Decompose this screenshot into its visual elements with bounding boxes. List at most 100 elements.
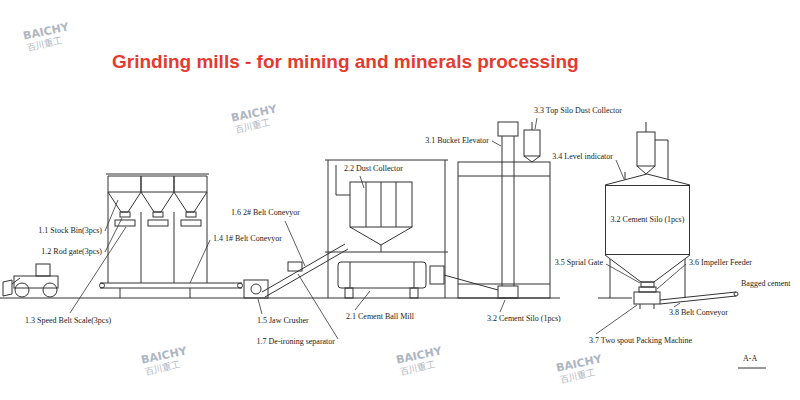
mill-building-part [325, 252, 448, 253]
dust-collector-part [381, 182, 382, 227]
top-silo-dust-collector-part [532, 122, 533, 130]
callout-label: 3.6 Impeller Feeder [688, 258, 753, 268]
stock-bins-part [106, 174, 209, 175]
impeller-feeder-part [639, 287, 656, 292]
mill-building-part [445, 160, 446, 298]
silo-body: 3.2 Cement Silo (1pcs) [605, 185, 690, 255]
dust-collector-part [350, 182, 412, 227]
belt-scales-part [115, 220, 135, 226]
packing-machine-part [634, 292, 660, 304]
leader-lines-part [285, 221, 305, 266]
dust-collector-part [381, 245, 382, 252]
stock-bins-part [174, 176, 207, 212]
belt-conveyor-1-part [120, 288, 121, 298]
cement-silo-middle-part [458, 162, 550, 298]
jaw-crusher-part [251, 284, 261, 294]
ball-mill-part [410, 288, 418, 298]
belt-conveyor-1-part [100, 283, 105, 288]
callout-label: 2.2 Dust Collector [343, 164, 404, 174]
leader-lines-part [105, 200, 118, 231]
section-mark-part [738, 368, 766, 369]
callout-label: 1.2 Rod gate(3pcs) [40, 247, 103, 257]
top-silo-dust-collector [524, 122, 540, 162]
belt-conveyor-2-part [262, 244, 345, 292]
spiral-gate-part [641, 282, 654, 287]
section-label: A-A [742, 354, 758, 364]
callout-label: 3.8 Belt Conveyor [668, 308, 729, 318]
stock-bins-part [141, 212, 142, 283]
wheel-loader-part [36, 264, 50, 276]
dust-collector-part [396, 182, 397, 227]
mill-building-part [325, 160, 448, 161]
stock-bins-part [108, 192, 207, 193]
bucket-elevator-part [498, 286, 518, 298]
wheel-loader [3, 264, 58, 297]
callout-label: 1.7 De-ironing separator [256, 337, 336, 347]
belt-conveyor-1-part [238, 283, 243, 288]
belt-scales [115, 220, 201, 226]
title: Grinding mills - for mining and minerals… [112, 50, 579, 74]
cement-silo-right-part [610, 259, 611, 298]
rod-gates-part [186, 212, 196, 217]
node-text: 3.2 Cement Silo (1pcs) [611, 215, 685, 225]
bucket-elevator-part [514, 136, 515, 286]
wheel-loader-part [3, 280, 12, 296]
leader-lines [70, 118, 686, 339]
callout-label: 2.1 Cement Ball Mill [345, 312, 415, 322]
callout-label: 1.6 2# Belt Conevyor [230, 208, 301, 218]
stock-bins-part [174, 212, 175, 283]
belt-conveyor-3-part [660, 296, 736, 304]
ball-mill-part [430, 266, 444, 284]
stock-bins-part [141, 176, 174, 212]
callout-label: 3.7 Two spout Packing Machine [588, 336, 693, 346]
leader-lines-part [70, 227, 126, 313]
wheel-loader-part [43, 283, 57, 297]
packing-machine-part [640, 304, 641, 309]
belt-conveyor-2-part [265, 249, 348, 297]
bucket-elevator [498, 122, 518, 298]
rod-gates-part [153, 212, 163, 217]
ball-mill-part [444, 275, 498, 290]
dust-collector-part [366, 182, 367, 227]
leader-lines-part [606, 264, 640, 283]
ball-mill-part [338, 262, 426, 288]
leader-lines-part [298, 274, 338, 339]
belt-conveyor-1-part [190, 288, 191, 298]
belt-conveyor-3-part [660, 292, 736, 300]
belt-scales-part [148, 220, 168, 226]
rod-gates [120, 212, 196, 217]
leader-lines-part [657, 264, 686, 289]
cement-silo-middle-part [458, 176, 550, 177]
callout-label: 1.5 Jaw Crusher [256, 316, 310, 326]
belt-scales-part [181, 220, 201, 226]
belt-conveyor-1-part [100, 288, 242, 289]
callout-label: 3.2 Cement Silo (1pcs) [486, 314, 562, 324]
callout-label: 3.1 Bucket Elevator [424, 136, 490, 146]
jaw-crusher-part [244, 280, 268, 298]
callout-label: 1.3 Speed Belt Scale(3pcs) [24, 316, 112, 326]
cement-silo-right-part [605, 255, 690, 282]
stock-bins-part [207, 192, 208, 283]
cement-silo-right-part [637, 166, 655, 174]
de-ironing-separator-part [288, 262, 302, 271]
packing-machine [634, 292, 660, 309]
cement-silo-right [605, 122, 690, 298]
leader-lines-part [355, 291, 370, 310]
ball-mill-part [345, 288, 353, 298]
bucket-elevator-part [502, 136, 503, 286]
callout-label: 3.5 Sprial Gate [554, 258, 604, 268]
ground-line-part [598, 298, 632, 299]
dust-collector [336, 165, 412, 252]
cement-silo-right-part [637, 132, 655, 166]
leader-lines-part [492, 141, 501, 146]
cement-silo-right-part [605, 174, 690, 185]
cement-silo-right-part [655, 140, 668, 179]
callout-label: 1.4 1# Belt Conevyor [212, 234, 283, 244]
wheel-loader-part [14, 276, 58, 288]
ball-mill-part [350, 262, 351, 288]
callout-label: 3.3 Top Silo Dust Collector [533, 106, 623, 116]
product-label: Bagged cement [740, 279, 792, 289]
cement-silo-middle-part [458, 284, 550, 285]
top-silo-dust-collector-part [524, 130, 540, 156]
bucket-elevator-part [498, 122, 518, 136]
